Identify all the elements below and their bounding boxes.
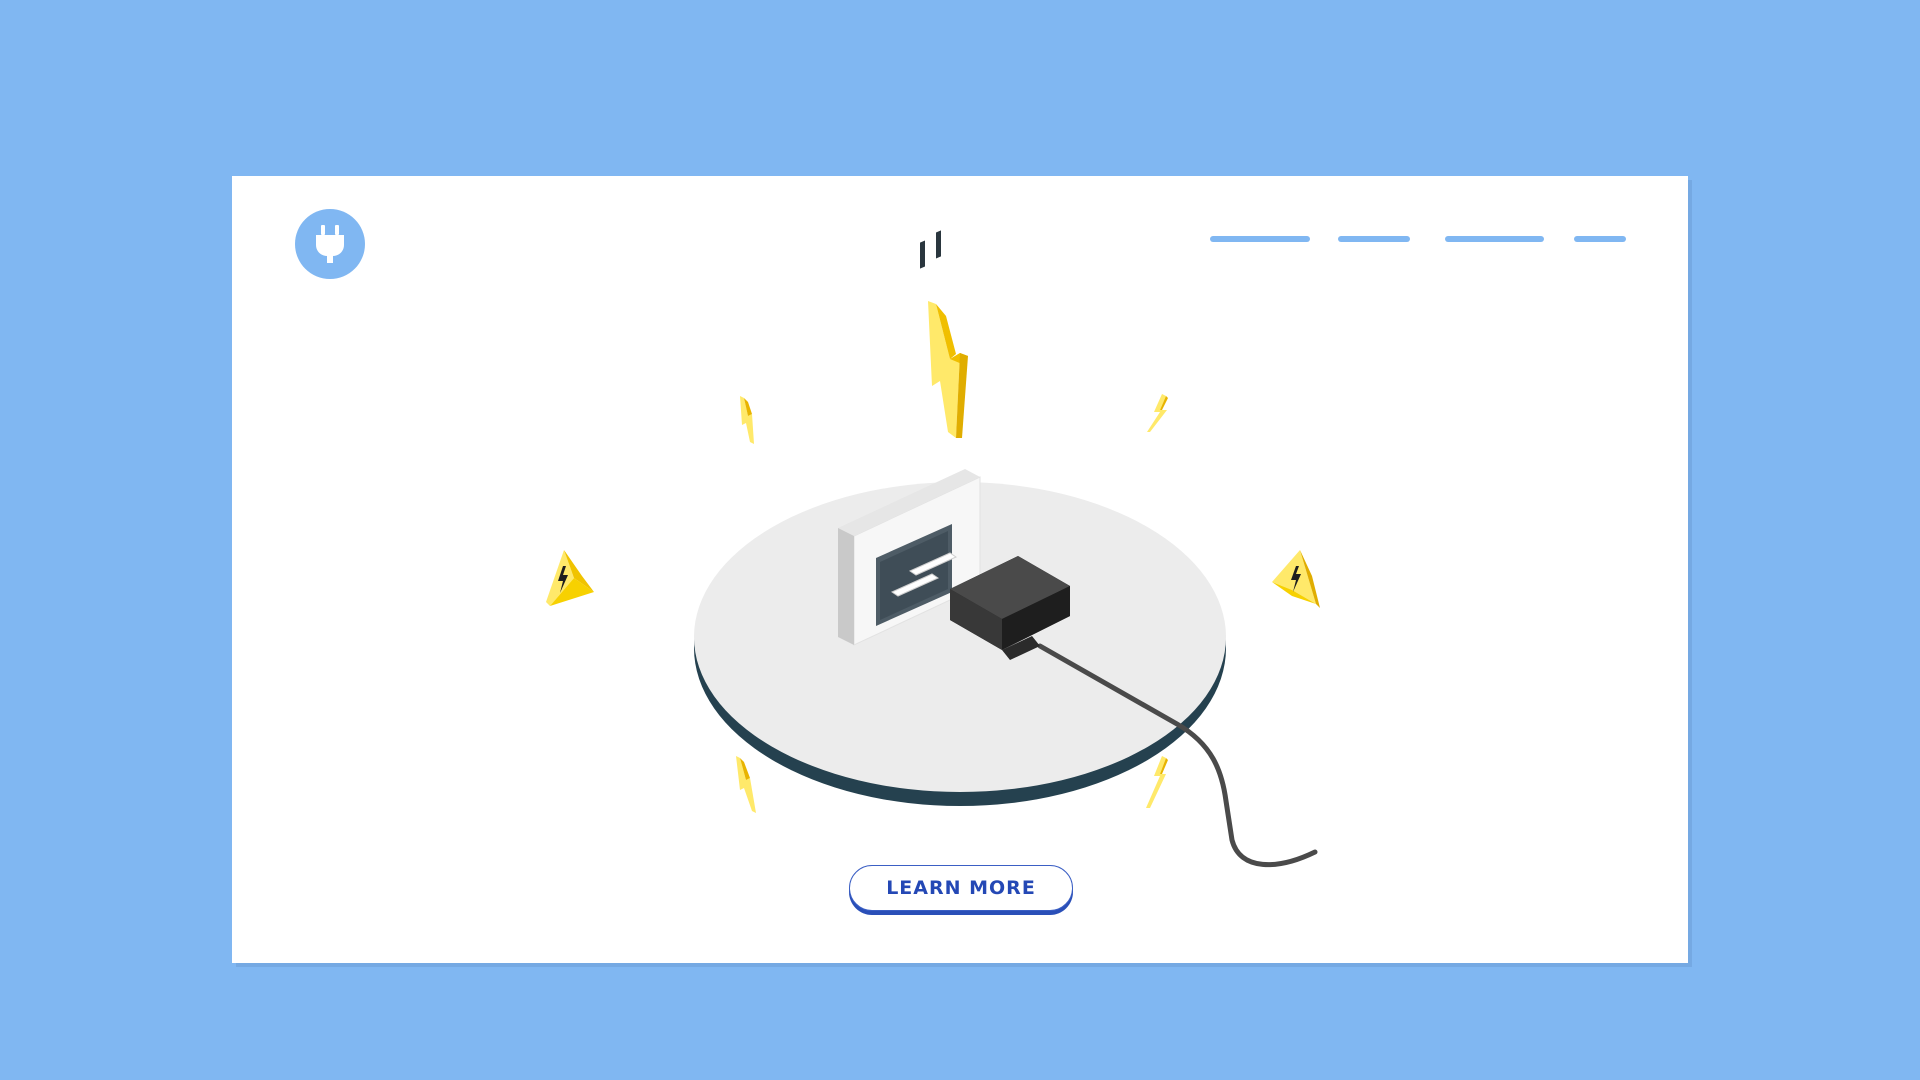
nav-link-placeholder-2[interactable] xyxy=(1338,236,1410,242)
small-bolt-icon-upper-left xyxy=(740,396,754,444)
small-bolt-icon-lower-left xyxy=(736,756,756,813)
plug-head xyxy=(950,556,1070,660)
landing-page-card: LEARN MORE xyxy=(232,176,1688,963)
power-cord xyxy=(1037,643,1318,868)
warning-triangle-left-icon xyxy=(546,550,594,606)
hero-illustration xyxy=(232,176,1688,963)
nav-link-placeholder-4[interactable] xyxy=(1574,236,1626,242)
large-bolt-icon xyxy=(928,301,968,438)
learn-more-button[interactable]: LEARN MORE xyxy=(849,865,1073,911)
nav-link-placeholder-1[interactable] xyxy=(1210,236,1310,242)
plug-prongs xyxy=(890,552,958,597)
wall-outlet xyxy=(838,230,981,646)
platform-disc xyxy=(694,482,1226,806)
plug-icon xyxy=(316,225,344,263)
warning-triangle-right-icon xyxy=(1272,550,1320,608)
small-bolt-icon-lower-right xyxy=(1146,756,1168,808)
small-bolt-icon-upper-right xyxy=(1147,394,1168,432)
logo-button[interactable] xyxy=(295,209,365,279)
nav-link-placeholder-3[interactable] xyxy=(1445,236,1544,242)
top-navigation xyxy=(232,236,1688,244)
